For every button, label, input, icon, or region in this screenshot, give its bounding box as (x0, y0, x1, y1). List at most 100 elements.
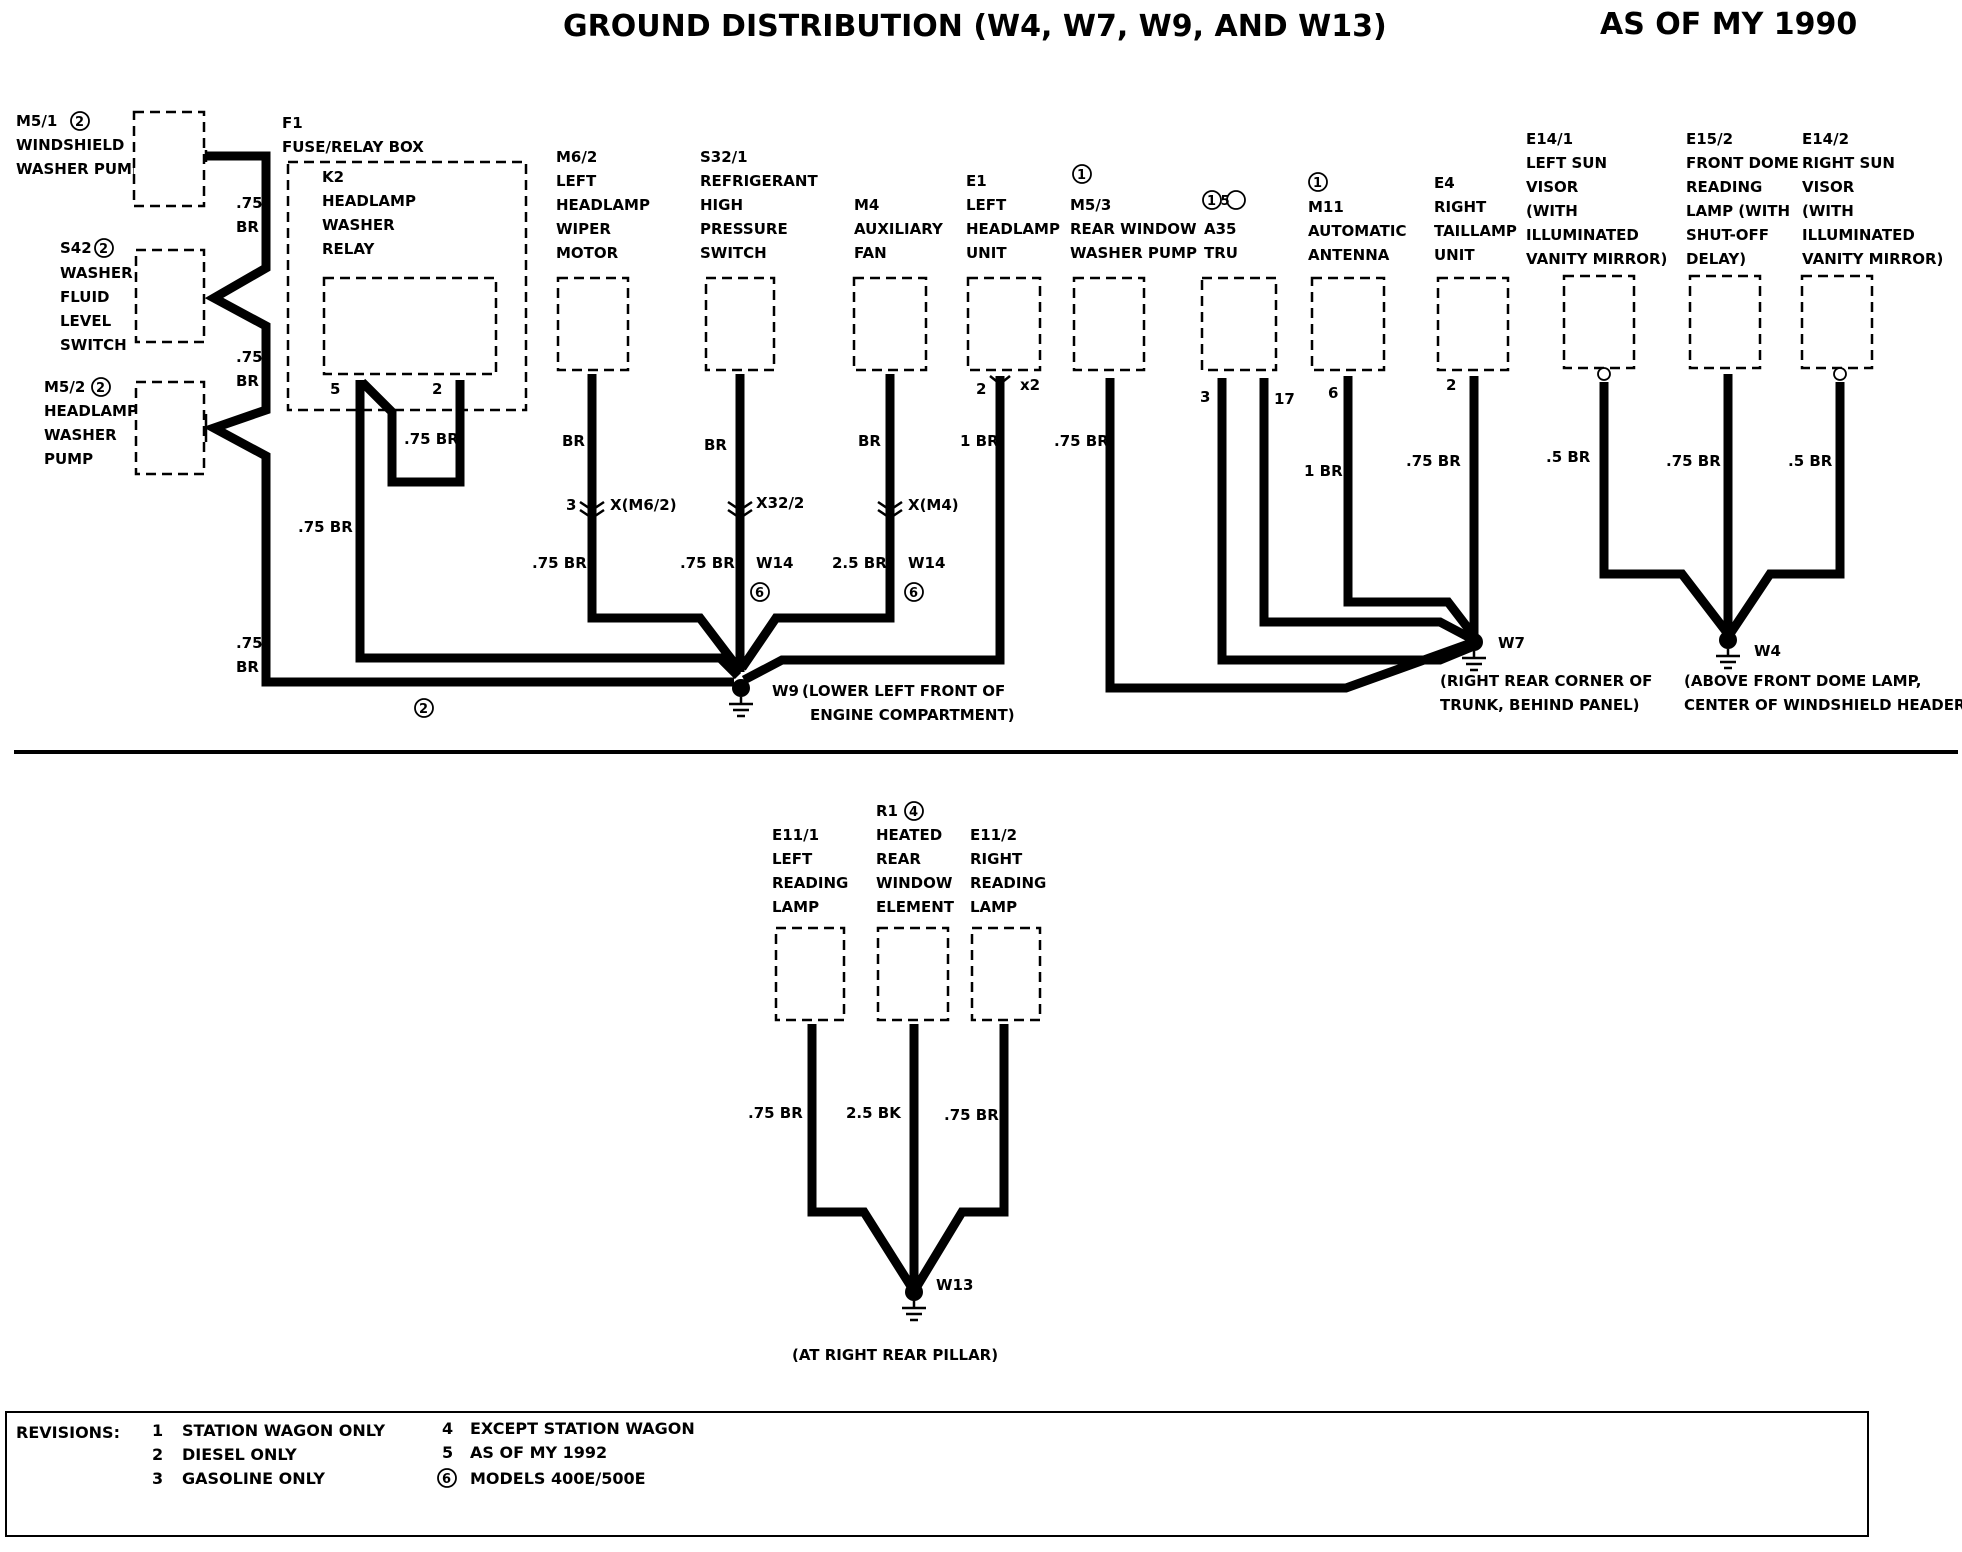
e141-box (1562, 274, 1636, 370)
wire-k2-pin5 (355, 380, 742, 680)
r1-line2: REAR (876, 850, 921, 868)
e4-line2: TAILLAMP (1434, 222, 1517, 240)
e141-code: E14/1 (1526, 130, 1573, 148)
m11-line1: AUTOMATIC (1308, 222, 1407, 240)
ground-w9: W9 (LOWER LEFT FRONT OF ENGINE COMPARTME… (729, 679, 1015, 724)
m11-code: M11 (1308, 198, 1344, 216)
e142-component: E14/2 RIGHT SUN VISOR (WITH ILLUMINATED … (1800, 130, 1943, 370)
s321-note: 6 (755, 586, 764, 601)
e141-line2: VISOR (1526, 178, 1579, 196)
s321-box (704, 276, 776, 372)
s321-component: S32/1 REFRIGERANT HIGH PRESSURE SWITCH (700, 148, 818, 372)
e111-wire-label: .75 BR (748, 1104, 803, 1122)
r1-box (876, 926, 950, 1022)
e152-line2: READING (1686, 178, 1762, 196)
a35-box (1200, 276, 1278, 372)
wire-e142 (1726, 382, 1845, 637)
w13-label: W13 (936, 1276, 973, 1294)
w4-label: W4 (1754, 642, 1781, 660)
s42-component: S42 2 WASHER FLUID LEVEL SWITCH (60, 238, 206, 354)
revision-1-text: STATION WAGON ONLY (182, 1421, 385, 1440)
r1-code: R1 (876, 802, 898, 820)
m62-component: M6/2 LEFT HEADLAMP WIPER MOTOR (556, 148, 650, 372)
k2-line3: RELAY (322, 240, 376, 258)
wire-m4 (738, 374, 895, 671)
connector-s321 (727, 500, 753, 520)
m51-wire-label-b: BR (236, 218, 259, 236)
w9-ground-symbol (729, 697, 753, 718)
s321-line1: REFRIGERANT (700, 172, 818, 190)
e4-pin-label: 2 (1446, 376, 1456, 394)
m62-code: M6/2 (556, 148, 597, 166)
k2-pin5-label: 5 (330, 380, 340, 398)
m4-code: M4 (854, 196, 879, 214)
connector-e1 (989, 375, 1011, 386)
w13-node (905, 1283, 923, 1301)
e112-line1: RIGHT (970, 850, 1023, 868)
s42-box (134, 248, 206, 344)
w4-desc1: (ABOVE FRONT DOME LAMP, (1684, 672, 1922, 690)
wire-e1 (741, 376, 1005, 684)
w7-desc2: TRUNK, BEHIND PANEL) (1440, 696, 1640, 714)
m4-box (852, 276, 928, 372)
w13-ground-symbol (902, 1301, 926, 1322)
revision-5-num: 5 (442, 1443, 453, 1462)
s42-line4: SWITCH (60, 336, 127, 354)
e111-line1: LEFT (772, 850, 813, 868)
revisions-box (5, 1411, 1869, 1537)
m11-box (1310, 276, 1386, 372)
e142-code: E14/2 (1802, 130, 1849, 148)
m51-code: M5/1 (16, 112, 57, 130)
m62-pin-label: 3 (566, 496, 576, 514)
ground-w4: W4 (ABOVE FRONT DOME LAMP, CENTER OF WIN… (1684, 631, 1962, 714)
a35-note1-circle (1202, 190, 1222, 210)
s321-line4: SWITCH (700, 244, 767, 262)
s321-ref-label: W14 (756, 554, 793, 572)
e112-component: E11/2 RIGHT READING LAMP (970, 826, 1046, 1022)
e1-wire-label: 1 BR (960, 432, 999, 450)
e111-component: E11/1 LEFT READING LAMP (772, 826, 848, 1022)
m11-pin-label: 6 (1328, 384, 1338, 402)
m51-wire-label-a: .75 (236, 194, 263, 212)
m11-note: 1 (1313, 176, 1322, 191)
m52-line3: PUMP (44, 450, 93, 468)
e111-box (774, 926, 846, 1022)
s321-code: S32/1 (700, 148, 748, 166)
a35-pin17-label: 17 (1274, 390, 1295, 408)
e1-pin-label: 2 (976, 380, 986, 398)
k2-pin2-label: 2 (432, 380, 442, 398)
e142-terminal (1833, 367, 1847, 381)
revision-3-num: 3 (152, 1469, 163, 1488)
s42-line1: WASHER (60, 264, 133, 282)
m51-component: M5/1 2 WINDSHIELD WASHER PUMP (16, 110, 206, 208)
m4-up-label: BR (858, 432, 881, 450)
m11-note-circle (1308, 172, 1328, 192)
f1-code: F1 (282, 114, 303, 132)
k2-line2: WASHER (322, 216, 395, 234)
revision-4-num: 4 (442, 1419, 453, 1438)
a35-code: A35 (1204, 220, 1236, 238)
w4-desc2: CENTER OF WINDSHIELD HEADER) (1684, 696, 1962, 714)
e1-line2: HEADLAMP (966, 220, 1060, 238)
e152-wire-label: .75 BR (1666, 452, 1721, 470)
w7-label: W7 (1498, 634, 1525, 652)
e112-code: E11/2 (970, 826, 1017, 844)
revision-2-num: 2 (152, 1445, 163, 1464)
e112-wire-label: .75 BR (944, 1106, 999, 1124)
m11-wire-label: 1 BR (1304, 462, 1343, 480)
ground-w7: W7 (RIGHT REAR CORNER OF TRUNK, BEHIND P… (1440, 633, 1652, 714)
connector-m4 (877, 500, 903, 520)
m62-line2: HEADLAMP (556, 196, 650, 214)
e142-line4: ILLUMINATED (1802, 226, 1915, 244)
m4-component: M4 AUXILIARY FAN (852, 196, 944, 372)
m53-component: 1 M5/3 REAR WINDOW WASHER PUMP (1070, 164, 1197, 372)
s42-code: S42 (60, 239, 92, 257)
m51-note: 2 (75, 115, 84, 130)
revision-1-num: 1 (152, 1421, 163, 1440)
m52-box (134, 380, 206, 476)
m62-conn-label: X(M6/2) (610, 496, 677, 514)
r1-wire-label: 2.5 BK (846, 1104, 902, 1122)
r1-line1: HEATED (876, 826, 942, 844)
e152-line1: FRONT DOME (1686, 154, 1799, 172)
